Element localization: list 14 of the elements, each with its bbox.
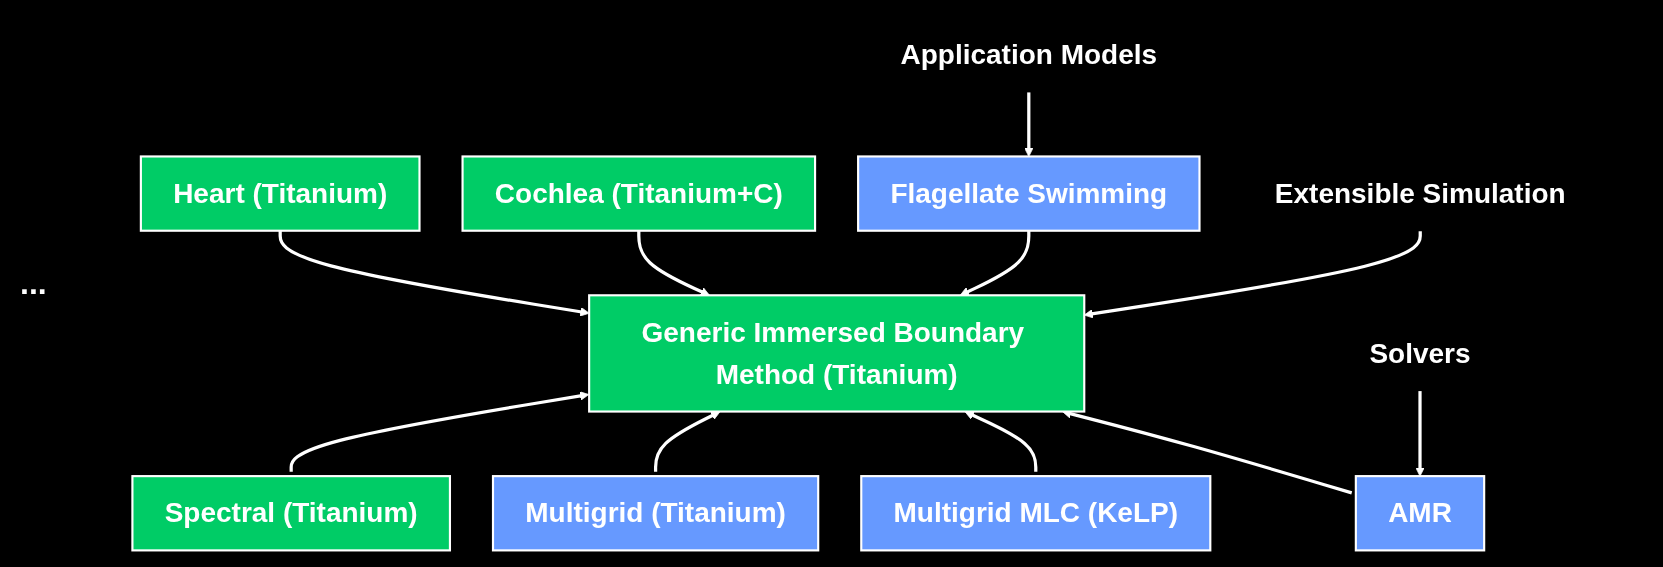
arrow xyxy=(289,390,589,472)
arrow xyxy=(1083,230,1422,318)
node-box: AMR xyxy=(1354,474,1485,551)
node-text: Solvers xyxy=(1369,336,1471,369)
node-box: Multigrid (Titanium) xyxy=(491,474,819,551)
node-box: Spectral (Titanium) xyxy=(131,474,451,551)
node-box: Generic Immersed Boundary Method (Titanium) xyxy=(587,293,1085,413)
node-box: Flagellate Swimming xyxy=(856,154,1201,232)
node-box: Cochlea (Titanium+C) xyxy=(461,154,816,232)
node-text: Extensible Simulation xyxy=(1274,176,1566,209)
node-box: Heart (Titanium) xyxy=(139,154,421,232)
node-text: Application Models xyxy=(900,37,1157,70)
node-box: Multigrid MLC (KeLP) xyxy=(859,474,1212,551)
ellipsis-text: ... xyxy=(20,265,47,302)
